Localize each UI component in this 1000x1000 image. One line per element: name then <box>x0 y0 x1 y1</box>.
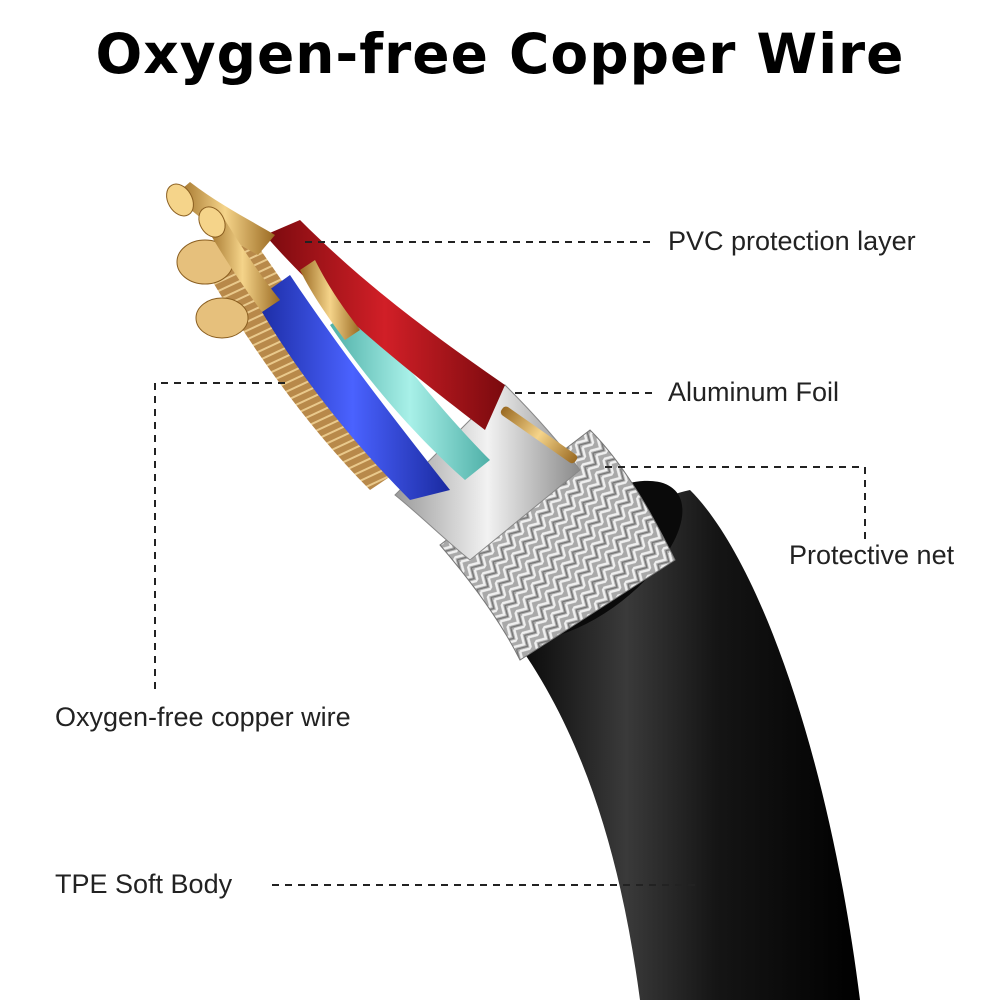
page-title: Oxygen-free Copper Wire <box>95 22 905 86</box>
label-pvc-protection-layer: PVC protection layer <box>668 226 916 256</box>
cyan-wire <box>330 305 490 480</box>
gold-pin-2 <box>205 212 280 312</box>
label-oxygen-free-copper-wire: Oxygen-free copper wire <box>55 702 351 732</box>
inner-gold-conductor <box>300 260 360 340</box>
blue-wire <box>255 275 450 500</box>
gold-pin-2-end <box>198 206 226 238</box>
foil-gold-strip <box>500 406 578 464</box>
red-wire <box>265 220 505 430</box>
label-tpe-soft-body: TPE Soft Body <box>55 869 233 899</box>
copper-end-bottom <box>195 297 249 339</box>
leader-copper <box>154 382 285 690</box>
label-protective-net: Protective net <box>789 540 955 570</box>
protective-net <box>439 429 676 661</box>
gold-pin-1 <box>175 182 275 255</box>
gold-pin-1-end <box>166 183 194 217</box>
leader-net <box>605 466 866 540</box>
label-aluminum-foil: Aluminum Foil <box>668 377 840 407</box>
